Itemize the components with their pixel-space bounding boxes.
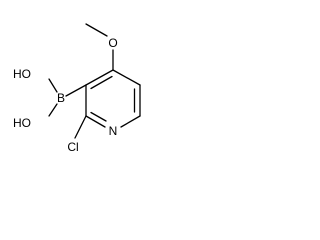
bond-o-ch3: [85, 23, 108, 37]
bond-c4-c5: [112, 69, 141, 86]
bond-b-oh-bottom: [48, 103, 58, 117]
bond-n1-c2: [85, 115, 106, 128]
bond-b-oh-top: [48, 78, 58, 93]
atom-oxygen-label: O: [108, 36, 117, 50]
chemical-structure: O B HO HO N Cl: [13, 23, 141, 154]
bond-n1-c2-inner: [90, 111, 107, 122]
bond-c2-cl: [74, 115, 87, 139]
bond-c3-b: [65, 84, 87, 97]
atom-boron-label: B: [57, 91, 65, 105]
atom-nitrogen-label: N: [109, 124, 118, 138]
bond-c3-c4-inner: [90, 75, 113, 90]
atom-chlorine-label: Cl: [67, 140, 78, 154]
bond-c6-n1: [120, 115, 141, 128]
atom-hydroxyl-bottom-label: HO: [13, 116, 31, 130]
bond-c3-c4: [85, 69, 114, 86]
atom-hydroxyl-top-label: HO: [13, 67, 31, 81]
